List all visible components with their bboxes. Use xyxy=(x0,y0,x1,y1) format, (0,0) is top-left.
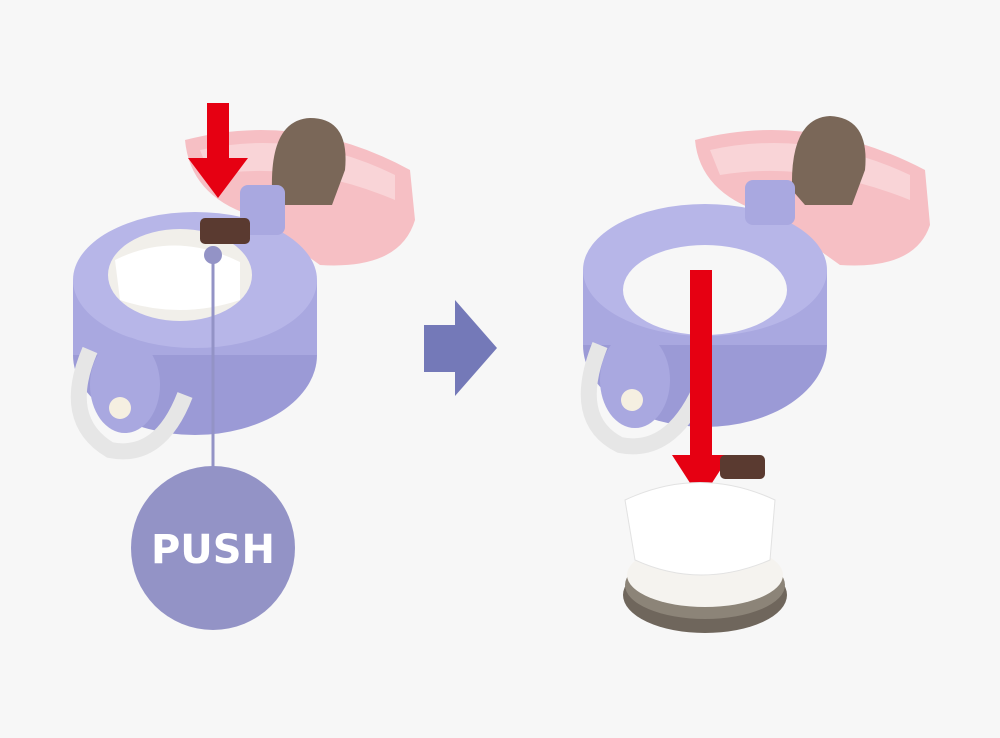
push-callout: PUSH xyxy=(131,246,295,630)
push-down-arrow xyxy=(188,103,248,198)
step-arrow-icon xyxy=(424,300,497,396)
inner-stopper xyxy=(623,455,787,633)
lock-ring xyxy=(70,337,193,460)
lock-ring-right xyxy=(580,332,708,455)
remove-down-arrow xyxy=(672,270,730,500)
stopper-icon xyxy=(271,118,346,205)
assembled-lid: PUSH xyxy=(70,103,415,630)
push-button xyxy=(200,218,250,244)
hinge xyxy=(240,185,285,235)
disassembled-lid xyxy=(580,116,930,633)
push-label: PUSH xyxy=(151,527,275,573)
stopper-right-icon xyxy=(791,116,866,205)
